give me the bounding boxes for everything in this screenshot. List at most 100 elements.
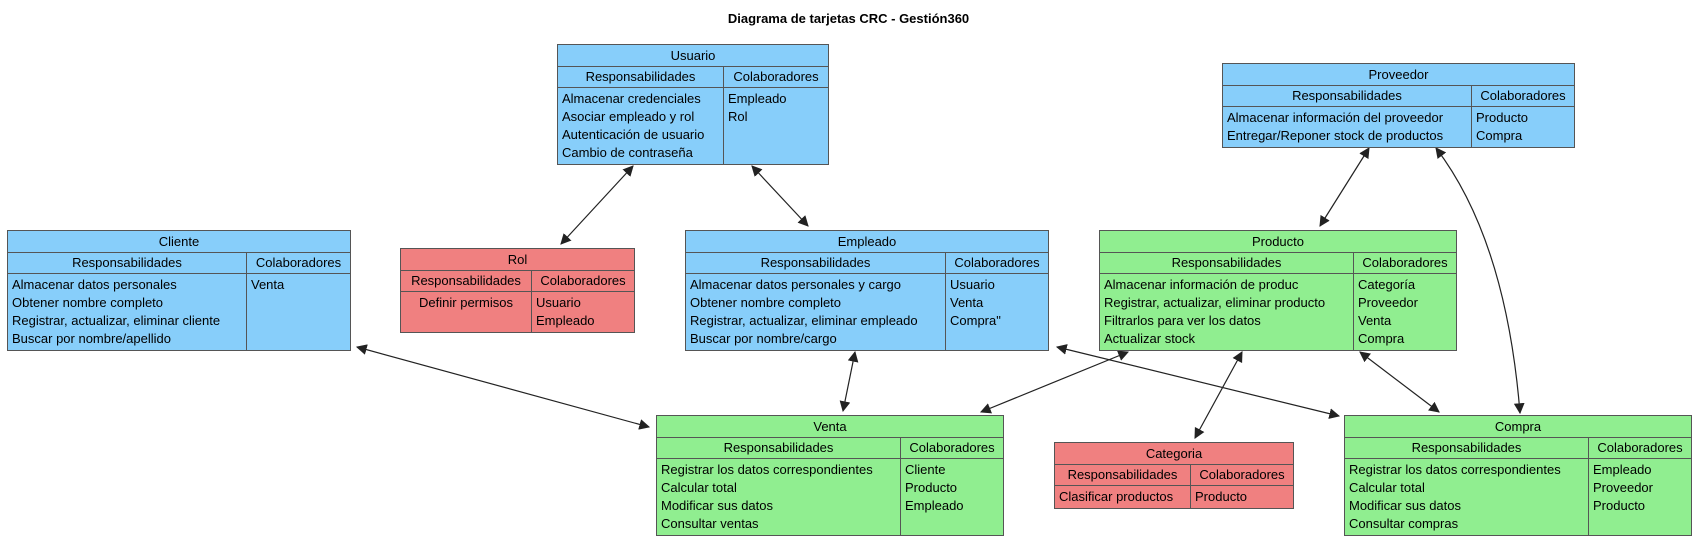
card-title: Venta <box>657 416 1003 438</box>
header-colaboradores: Colaboradores <box>733 69 819 84</box>
header-colaboradores: Colaboradores <box>540 273 626 288</box>
header-responsabilidades: Responsabilidades <box>657 438 901 458</box>
responsibility: Entregar/Reponer stock de productos <box>1227 128 1444 143</box>
card-header: Responsabilidades Colaboradores <box>401 271 634 292</box>
card-title: Producto <box>1100 231 1456 253</box>
edge-proveedor-producto <box>1319 147 1370 227</box>
diagram-title: Diagrama de tarjetas CRC - Gestión360 <box>727 11 970 26</box>
header-colaboradores: Colaboradores <box>1199 467 1285 482</box>
collaborator: Empleado <box>536 313 595 328</box>
card-usuario: Usuario Responsabilidades Colaboradores … <box>557 44 829 165</box>
card-header: Responsabilidades Colaboradores <box>686 253 1048 274</box>
card-header: Responsabilidades Colaboradores <box>1055 465 1293 486</box>
edge-cliente-venta <box>355 344 651 430</box>
card-body: Almacenar credenciales Asociar empleado … <box>558 88 828 164</box>
responsibilities-list: Clasificar productos <box>1055 486 1191 508</box>
edge-producto-compra <box>1359 351 1440 413</box>
card-title: Categoria <box>1055 443 1293 465</box>
card-categoria: Categoria Responsabilidades Colaboradore… <box>1054 442 1294 509</box>
card-header: Responsabilidades Colaboradores <box>657 438 1003 459</box>
collaborator: Producto <box>1476 110 1529 125</box>
header-colaboradores: Colaboradores <box>1362 255 1448 270</box>
card-venta: Venta Responsabilidades Colaboradores Re… <box>656 415 1004 536</box>
collaborator: Categoría <box>1358 277 1416 292</box>
collaborator: Proveedor <box>1358 295 1418 310</box>
collaborators-list: Cliente Producto Empleado <box>901 459 1003 535</box>
header-colaboradores: Colaboradores <box>255 255 342 270</box>
card-body: Registrar los datos correspondientes Cal… <box>657 459 1003 535</box>
collaborator: Producto <box>1195 489 1248 504</box>
collaborator: Producto <box>905 480 958 495</box>
responsibilities-list: Almacenar datos personales y cargo Obten… <box>686 274 946 350</box>
collaborators-list: Categoría Proveedor Venta Compra <box>1354 274 1456 350</box>
responsibility: Cambio de contraseña <box>562 145 693 160</box>
responsibility: Clasificar productos <box>1059 489 1174 504</box>
responsibility: Buscar por nombre/apellido <box>12 331 171 346</box>
edge-producto-venta <box>980 350 1129 414</box>
card-header: Responsabilidades Colaboradores <box>1100 253 1456 274</box>
collaborator: Compra <box>1358 331 1405 346</box>
collaborator: Empleado <box>728 91 787 106</box>
responsibility: Almacenar datos personales y cargo <box>690 277 902 292</box>
header-colaboradores: Colaboradores <box>1480 88 1566 103</box>
card-title: Usuario <box>558 45 828 67</box>
collaborator: Usuario <box>950 277 995 292</box>
header-colaboradores: Colaboradores <box>1597 440 1683 455</box>
card-rol: Rol Responsabilidades Colaboradores Defi… <box>400 248 635 333</box>
responsibility: Almacenar datos personales <box>12 277 177 292</box>
responsibility: Asociar empleado y rol <box>562 109 695 124</box>
collaborator: Venta <box>950 295 984 310</box>
collaborators-list: Empleado Rol <box>724 88 828 164</box>
responsibilities-list: Almacenar información del proveedor Entr… <box>1223 107 1472 147</box>
responsibility: Definir permisos <box>419 295 513 310</box>
collaborators-list: Venta <box>247 274 350 350</box>
collaborator: Producto <box>1593 498 1646 513</box>
card-header: Responsabilidades Colaboradores <box>1345 438 1691 459</box>
card-title: Empleado <box>686 231 1048 253</box>
card-empleado: Empleado Responsabilidades Colaboradores… <box>685 230 1049 351</box>
collaborators-list: Producto Compra <box>1472 107 1574 147</box>
edge-usuario-empleado <box>751 165 809 227</box>
responsibility: Registrar, actualizar, eliminar cliente <box>12 313 221 328</box>
header-responsabilidades: Responsabilidades <box>686 253 946 273</box>
responsibility: Calcular total <box>661 480 737 495</box>
collaborator: Compra" <box>950 313 1001 328</box>
edge-empleado-venta <box>839 350 859 413</box>
responsibilities-list: Almacenar información de produc Registra… <box>1100 274 1354 350</box>
responsibilities-list: Registrar los datos correspondientes Cal… <box>657 459 901 535</box>
card-body: Almacenar datos personales y cargo Obten… <box>686 274 1048 350</box>
responsibility: Almacenar información del proveedor <box>1227 110 1444 125</box>
header-responsabilidades: Responsabilidades <box>1223 86 1472 106</box>
responsibility: Registrar los datos correspondientes <box>661 462 873 477</box>
header-responsabilidades: Responsabilidades <box>1345 438 1589 458</box>
header-responsabilidades: Responsabilidades <box>1100 253 1354 273</box>
card-body: Almacenar información de produc Registra… <box>1100 274 1456 350</box>
responsibility: Registrar, actualizar, eliminar empleado <box>690 313 918 328</box>
card-header: Responsabilidades Colaboradores <box>558 67 828 88</box>
responsibility: Almacenar información de produc <box>1104 277 1299 292</box>
card-title: Compra <box>1345 416 1691 438</box>
collaborator: Proveedor <box>1593 480 1653 495</box>
card-producto: Producto Responsabilidades Colaboradores… <box>1099 230 1457 351</box>
edge-producto-categoria <box>1194 351 1243 439</box>
card-cliente: Cliente Responsabilidades Colaboradores … <box>7 230 351 351</box>
responsibility: Filtrarlos para ver los datos <box>1104 313 1261 328</box>
responsibility: Registrar, actualizar, eliminar producto <box>1104 295 1326 310</box>
responsibilities-list: Almacenar datos personales Obtener nombr… <box>8 274 247 350</box>
collaborators-list: Usuario Venta Compra" <box>946 274 1048 350</box>
responsibility: Buscar por nombre/cargo <box>690 331 837 346</box>
responsibilities-list: Registrar los datos correspondientes Cal… <box>1345 459 1589 535</box>
responsibility: Modificar sus datos <box>661 498 773 513</box>
responsibility: Modificar sus datos <box>1349 498 1461 513</box>
card-title: Cliente <box>8 231 350 253</box>
edge-usuario-rol <box>560 165 634 245</box>
header-responsabilidades: Responsabilidades <box>558 67 724 87</box>
card-header: Responsabilidades Colaboradores <box>1223 86 1574 107</box>
header-colaboradores: Colaboradores <box>909 440 995 455</box>
card-header: Responsabilidades Colaboradores <box>8 253 350 274</box>
edge-empleado-compra <box>1055 344 1341 419</box>
collaborators-list: Producto <box>1191 486 1293 508</box>
header-responsabilidades: Responsabilidades <box>1055 465 1191 485</box>
collaborator: Venta <box>1358 313 1392 328</box>
